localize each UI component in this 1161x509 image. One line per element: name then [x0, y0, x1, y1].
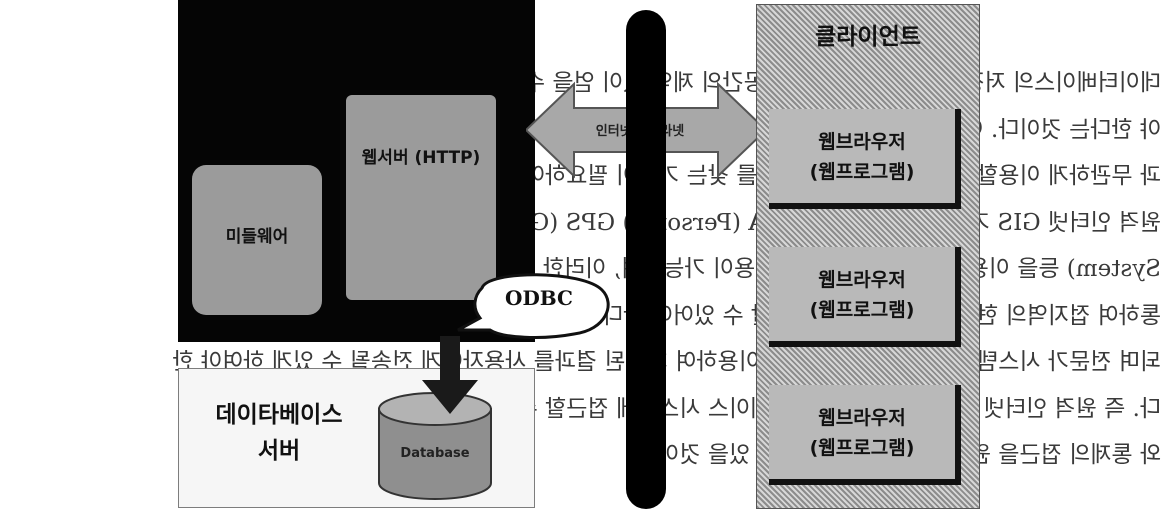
web-browser-box: 웹브라우저 (웹프로그램) — [769, 385, 961, 485]
database-label: Database — [400, 446, 469, 461]
database-server-box: 데이타베이스 서버 Database — [178, 368, 535, 508]
middleware-label: 미들웨어 — [225, 227, 289, 247]
client-panel: 클라이언트 웹브라우저 (웹프로그램) 웹브라우저 (웹프로그램) 웹브라우저 … — [756, 4, 980, 509]
web-browser-label: 웹브라우저 (웹프로그램) — [809, 407, 915, 459]
network-pole — [626, 10, 666, 509]
web-browser-box: 웹브라우저 (웹프로그램) — [769, 247, 961, 347]
middleware-box: 미들웨어 — [192, 165, 322, 315]
speech-bubble-icon — [457, 273, 610, 339]
client-title: 클라이언트 — [815, 24, 921, 50]
down-arrow — [420, 336, 480, 420]
database-server-title: 데이타베이스 서버 — [215, 402, 343, 464]
server-block: 웹서버 (HTTP) 미들웨어 — [178, 0, 535, 342]
odbc-bubble: ODBC — [452, 268, 614, 354]
web-browser-label: 웹브라우저 (웹프로그램) — [809, 131, 915, 183]
down-arrow-icon — [422, 336, 478, 414]
web-server-label: 웹서버 (HTTP) — [361, 148, 481, 168]
web-server-box: 웹서버 (HTTP) — [346, 95, 496, 300]
database-cylinder-icon: Database — [378, 392, 492, 500]
web-browser-box: 웹브라우저 (웹프로그램) — [769, 109, 961, 209]
odbc-label: ODBC — [505, 286, 573, 310]
web-browser-label: 웹브라우저 (웹프로그램) — [809, 269, 915, 321]
